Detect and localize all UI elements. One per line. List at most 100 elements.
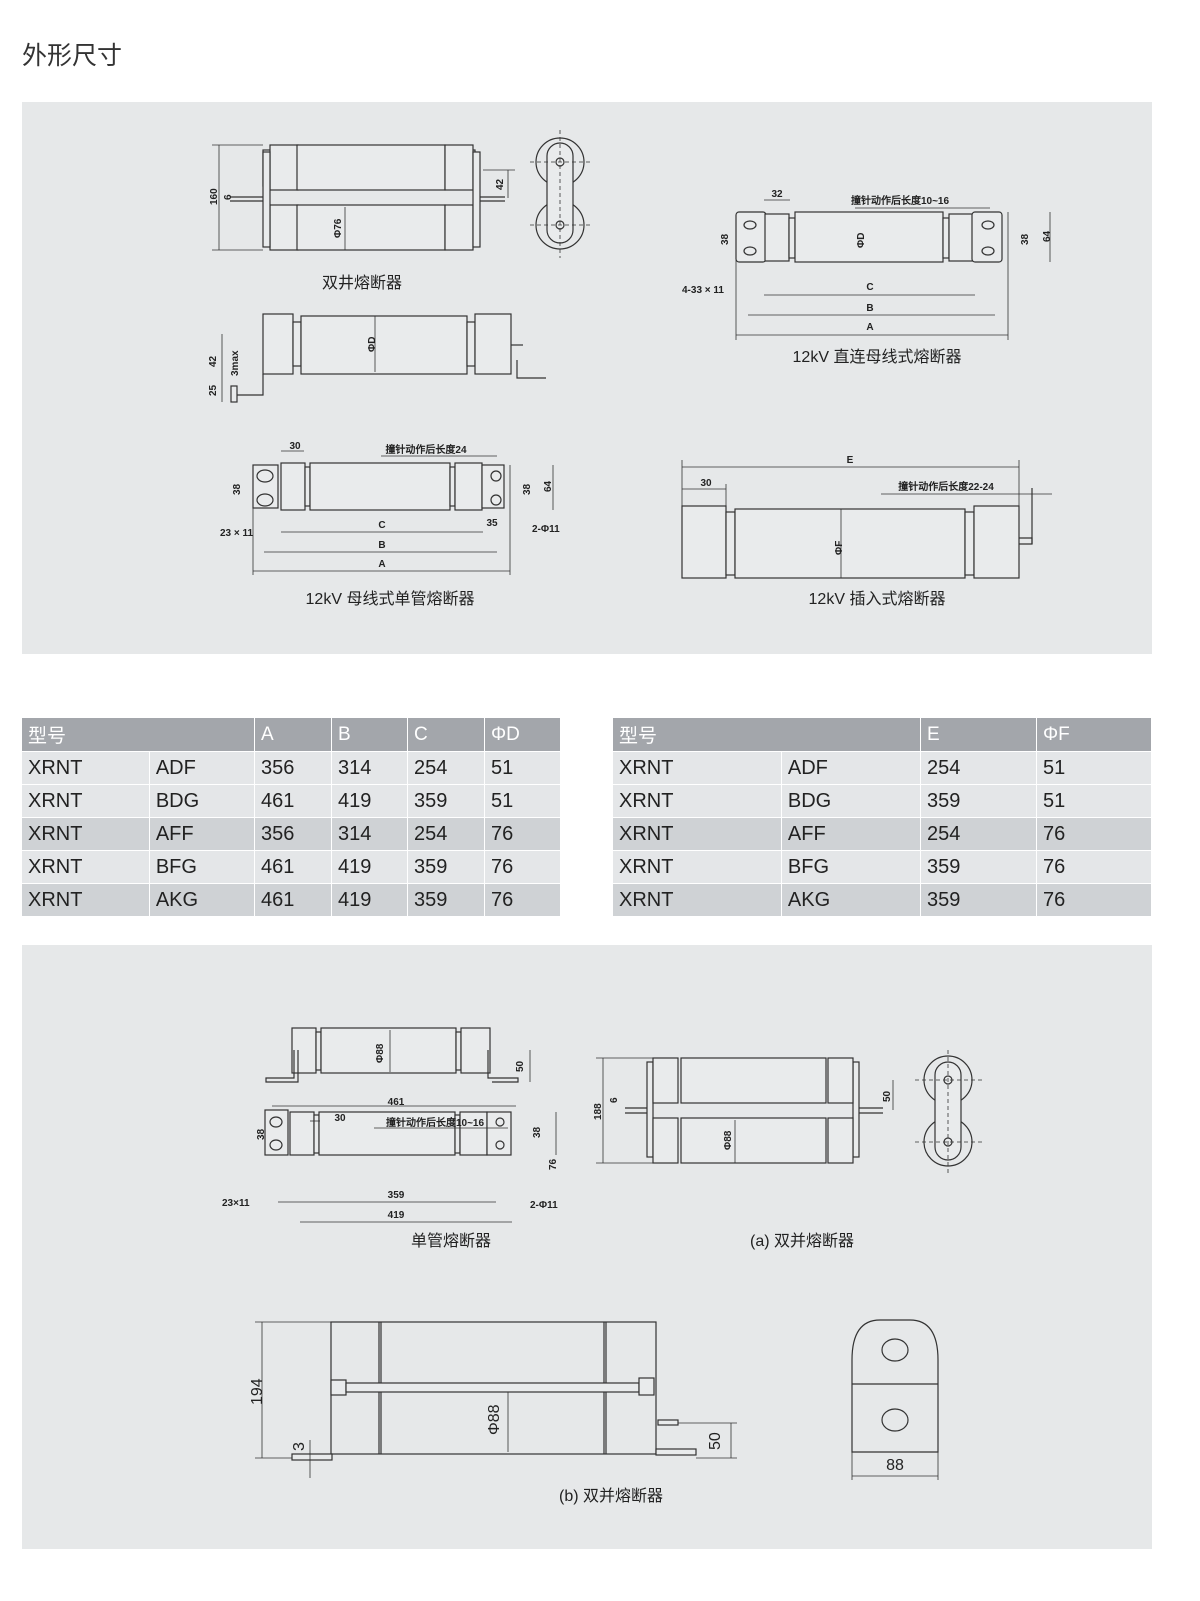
fuse-side-drawing: 42 25 3max ΦD bbox=[208, 313, 546, 403]
table-cell: ADF bbox=[149, 751, 256, 785]
note-striker: 撞针动作后长度24 bbox=[385, 443, 467, 456]
header-B: B bbox=[331, 718, 408, 752]
table-cell: AFF bbox=[149, 817, 256, 851]
caption-double-b: (b) 双并熔断器 bbox=[559, 1487, 663, 1505]
table-cell: 359 bbox=[407, 850, 485, 884]
table-cell: 51 bbox=[484, 784, 561, 818]
dim-hole-left: 38 bbox=[256, 1128, 267, 1140]
drawing-panel-top: 160 6 Φ76 42 双井熔断器 42 25 3max ΦD bbox=[22, 102, 1152, 654]
table-cell: 356 bbox=[254, 817, 332, 851]
dim-height: 194 bbox=[249, 1378, 266, 1405]
table-cell: 51 bbox=[1036, 784, 1152, 818]
table-cell: XRNT bbox=[22, 883, 150, 917]
dim-diameter: ΦD bbox=[367, 337, 378, 352]
dim-diameter: Φ88 bbox=[723, 1130, 734, 1150]
drawing-panel-bottom: Φ88 50 461 30 撞针动作后长度10~16 38 38 76 359 … bbox=[22, 945, 1152, 1549]
dim-diameter: Φ76 bbox=[333, 218, 344, 238]
dim-base: 3 bbox=[291, 1442, 308, 1451]
dim-h2: 25 bbox=[208, 384, 219, 396]
table-cell: BDG bbox=[781, 784, 922, 818]
header-F: ΦF bbox=[1036, 718, 1152, 752]
table-cell: AFF bbox=[781, 817, 922, 851]
dim-offset: 50 bbox=[882, 1090, 893, 1102]
table-cell: XRNT bbox=[22, 817, 150, 851]
dim-C: 359 bbox=[388, 1190, 405, 1201]
header-D: ΦD bbox=[484, 718, 561, 752]
dim-hole-left: 38 bbox=[720, 233, 731, 245]
dim-tolerance: 3max bbox=[230, 350, 241, 376]
table-cell: 76 bbox=[1036, 850, 1152, 884]
dim-width: 64 bbox=[1042, 230, 1053, 242]
caption-busbar-single: 12kV 母线式单管熔断器 bbox=[306, 590, 475, 608]
table-cell: 356 bbox=[254, 751, 332, 785]
table-cell: BDG bbox=[149, 784, 256, 818]
dim-B: B bbox=[866, 303, 873, 314]
dim-gap: 6 bbox=[223, 194, 234, 200]
header-C: C bbox=[407, 718, 485, 752]
caption-double-fuse: 双井熔断器 bbox=[322, 274, 402, 292]
dim-A: A bbox=[866, 322, 873, 333]
dim-B: 419 bbox=[388, 1210, 405, 1221]
dim-hole-right: 38 bbox=[1020, 233, 1031, 245]
dim-gap: 6 bbox=[609, 1097, 620, 1103]
table-cell: 314 bbox=[331, 751, 408, 785]
table-cell: 461 bbox=[254, 784, 332, 818]
dim-C: C bbox=[866, 282, 873, 293]
dim-cap-length: 30 bbox=[334, 1113, 346, 1124]
table-cell: XRNT bbox=[613, 850, 782, 884]
table-cell: 254 bbox=[920, 751, 1037, 785]
table-cell: 76 bbox=[484, 817, 561, 851]
dim-A: A bbox=[378, 559, 385, 570]
note-holes: 4-33 × 11 bbox=[682, 285, 724, 296]
double-fuse-b-drawing: 194 3 Φ88 50 88 (b) 双并熔断器 bbox=[249, 1319, 939, 1505]
dim-height: 188 bbox=[593, 1103, 604, 1120]
table-cell: 359 bbox=[920, 784, 1037, 818]
note-holes: 2-Φ11 bbox=[530, 1200, 558, 1211]
table-cell: 254 bbox=[920, 817, 1037, 851]
bracket-side-view: 88 bbox=[851, 1319, 939, 1480]
side-view bbox=[530, 130, 592, 258]
dim-end: 35 bbox=[486, 518, 498, 529]
table-cell: XRNT bbox=[613, 883, 782, 917]
double-fuse-drawing: 160 6 Φ76 42 双井熔断器 bbox=[209, 130, 592, 292]
dim-width: 64 bbox=[543, 480, 554, 492]
table-cell: XRNT bbox=[613, 751, 782, 785]
table-cell: XRNT bbox=[613, 784, 782, 818]
caption-direct-busbar: 12kV 直连母线式熔断器 bbox=[793, 348, 962, 366]
table-cell: 419 bbox=[331, 850, 408, 884]
dim-offset: 50 bbox=[707, 1432, 724, 1450]
table-cell: 76 bbox=[484, 883, 561, 917]
table-cell: 254 bbox=[407, 817, 485, 851]
single-fuse-side-drawing: Φ88 50 bbox=[265, 1027, 531, 1083]
table-cell: XRNT bbox=[613, 817, 782, 851]
table-cell: AKG bbox=[781, 883, 922, 917]
table-cell: 359 bbox=[920, 883, 1037, 917]
table-cell: BFG bbox=[781, 850, 922, 884]
note-slot: 23×11 bbox=[222, 1198, 250, 1209]
dim-height: 160 bbox=[209, 188, 220, 205]
direct-busbar-fuse-drawing: 32 撞针动作后长度10~16 ΦD 38 38 64 C B A 4-33 ×… bbox=[682, 189, 1053, 366]
header-E: E bbox=[920, 718, 1037, 752]
table-cell: 419 bbox=[331, 784, 408, 818]
note-slot: 23 × 11 bbox=[220, 528, 254, 539]
dim-diameter: ΦF bbox=[834, 541, 845, 555]
table-cell: XRNT bbox=[22, 784, 150, 818]
table-header: 型号 E ΦF bbox=[613, 718, 1152, 752]
dim-cap-length: 30 bbox=[289, 441, 301, 452]
table-cell: 314 bbox=[331, 817, 408, 851]
dim-E: E bbox=[847, 455, 854, 466]
dim-hole-right: 38 bbox=[522, 483, 533, 495]
dim-diameter: ΦD bbox=[856, 233, 867, 248]
header-model: 型号 bbox=[22, 718, 255, 752]
table-cell: 461 bbox=[254, 883, 332, 917]
side-view bbox=[915, 1050, 982, 1175]
dim-diameter: Φ88 bbox=[375, 1043, 386, 1063]
note-striker: 撞针动作后长度10~16 bbox=[851, 194, 950, 207]
